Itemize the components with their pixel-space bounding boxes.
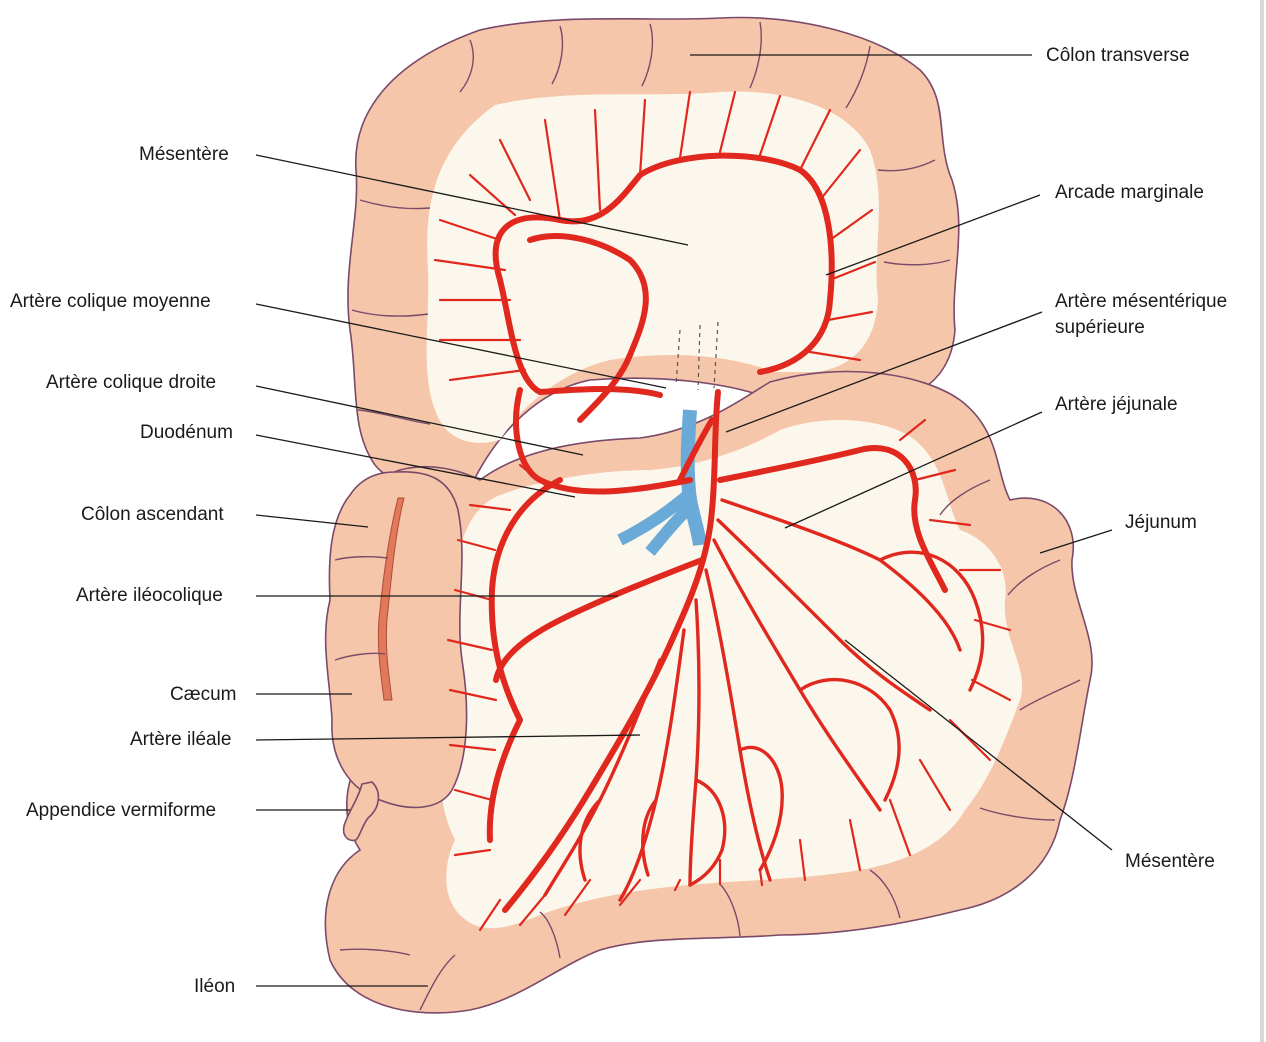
label-artere-mesenterique-l1: Artère mésentérique [1055,291,1227,312]
label-arcade-marginale: Arcade marginale [1055,182,1204,203]
label-artere-ileale: Artère iléale [130,729,231,750]
label-jejunum: Jéjunum [1125,512,1197,533]
label-mesentere-bottom: Mésentère [1125,851,1215,872]
label-colon-ascendant: Côlon ascendant [81,504,224,525]
label-caecum: Cæcum [170,684,237,705]
label-artere-colique-droite: Artère colique droite [46,372,216,393]
label-ileon: Iléon [194,976,235,997]
label-mesentere-top: Mésentère [139,144,229,165]
label-artere-mesenterique-l2: supérieure [1055,317,1145,338]
label-duodenum: Duodénum [140,422,233,443]
label-artere-ileocolique: Artère iléocolique [76,585,223,606]
label-appendice: Appendice vermiforme [26,800,216,821]
label-artere-colique-moyenne: Artère colique moyenne [10,291,211,312]
label-colon-transverse: Côlon transverse [1046,45,1190,66]
label-artere-jejunale: Artère jéjunale [1055,394,1178,415]
